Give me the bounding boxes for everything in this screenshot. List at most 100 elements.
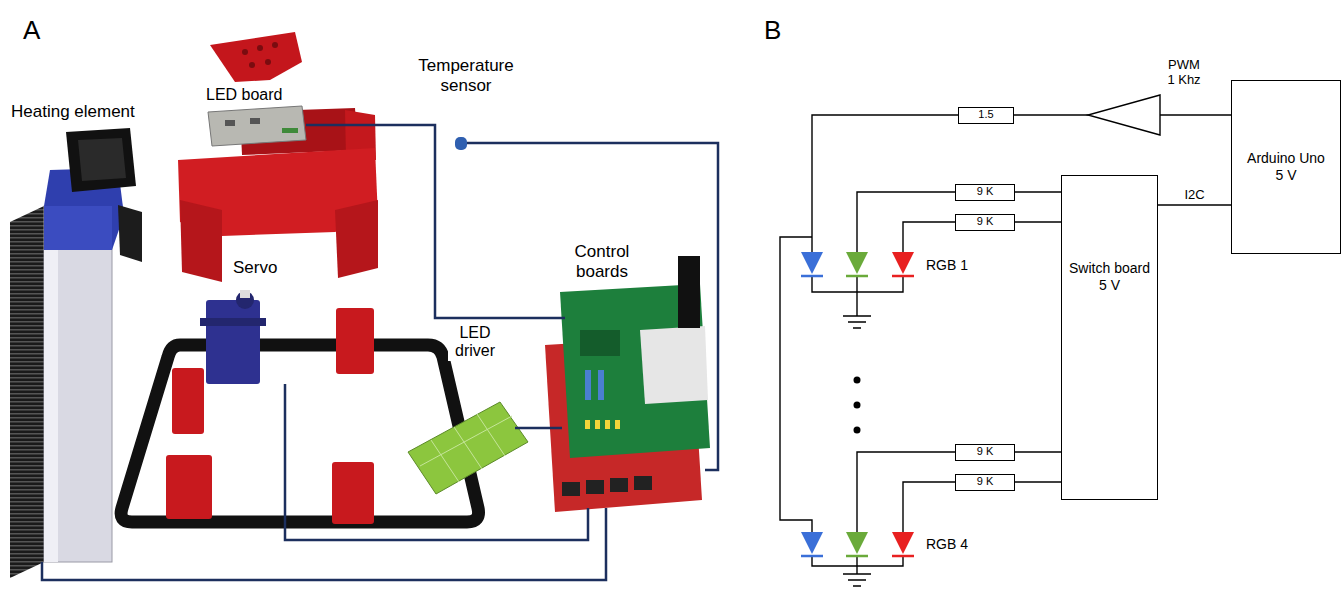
control-boards [545,256,710,512]
part-label: Heating element [10,102,136,122]
led-board-holder [178,32,378,282]
led-symbol [846,555,868,558]
circuit-wire [843,316,871,328]
node-text: Arduino Uno 5 V [1244,150,1328,184]
control-boards [678,256,700,328]
wire [1158,204,1231,205]
signal-label: PWM 1 Khz [1163,58,1205,88]
control-boards [605,420,610,429]
heating-element [10,206,44,578]
cable [306,125,565,318]
heating-element [44,206,112,562]
cable [285,384,588,540]
ellipsis-dots [854,427,861,434]
control-boards [595,420,600,429]
resistor-box: 9 K [955,184,1015,201]
ellipsis-dots [854,402,861,409]
servo [240,290,250,298]
cable [42,508,606,580]
cable [42,125,718,580]
control-boards [580,330,620,356]
control-boards [615,420,620,429]
led-label: RGB 1 [925,257,969,273]
frame [121,345,478,522]
led-driver [477,414,505,456]
led-board [225,120,235,126]
control-boards [640,326,708,404]
led-driver [408,402,528,494]
led-label: RGB 4 [925,536,969,552]
led-board [250,118,260,124]
frame [166,455,212,519]
circuit-wire [843,574,871,586]
led-board [208,106,306,146]
led-symbol [846,532,868,554]
part-label: Control boards [562,242,642,281]
led-driver [431,440,459,482]
servo [236,291,254,309]
circuit-wire [903,482,955,532]
servo [200,290,266,384]
resistor-box: 9 K [955,214,1015,231]
circuit-wire [903,222,955,252]
node-text: 9 K [977,185,994,198]
part-label: Servo [232,258,278,278]
resistor-box: 9 K [955,444,1015,461]
control-boards [586,480,604,494]
led-symbol [892,275,914,278]
led-driver [420,416,512,466]
amplifier-symbol [1088,95,1160,135]
control-boards [634,476,652,490]
wire [1015,221,1061,222]
led-symbol [846,275,868,278]
resistor-box: 9 K [955,474,1015,491]
led-board [208,106,306,146]
led-symbol [892,555,914,558]
cable [467,143,718,470]
control-boards [585,420,590,429]
frame [336,308,374,374]
node-text: 9 K [977,215,994,228]
led-board-holder [249,62,255,68]
led-symbol [801,555,823,558]
led-symbol [801,252,823,274]
led-board-holder [180,200,222,282]
panel-letter: B [763,16,782,46]
circuit-wire [780,115,958,586]
node-text: 9 K [977,445,994,458]
part-label: LED board [205,86,284,104]
temperature-sensor [455,137,467,150]
wire [1015,481,1061,482]
control-boards [585,370,591,400]
frame [172,368,204,434]
signal-label: I2C [1183,188,1205,203]
circuit-wire [780,237,812,532]
led-symbol [801,532,823,554]
resistor-box: 1.5 [958,107,1014,124]
switch-board-box: Switch board 5 V [1061,175,1158,500]
circuit-wire [857,192,955,252]
part-label: Temperature sensor [405,56,527,95]
circuit-wire [812,115,958,252]
wire [1015,451,1061,452]
servo [200,318,266,326]
heating-element [118,205,142,262]
frame [332,462,374,524]
heating-element [44,206,58,562]
control-boards [610,478,628,492]
led-board-holder [257,45,263,51]
led-board-holder [335,200,378,278]
frame [121,308,478,524]
temperature-sensor [455,137,467,150]
led-driver [408,402,528,494]
circuit-wire [856,556,857,574]
led-board-holder [242,49,248,55]
circuit-wire [856,276,857,316]
control-boards [562,482,580,496]
heating-element [66,128,136,192]
circuit-wire [857,452,955,532]
led-board-holder [272,42,278,48]
control-boards [598,370,604,400]
node-text: 1.5 [978,108,993,121]
led-symbol [892,252,914,274]
